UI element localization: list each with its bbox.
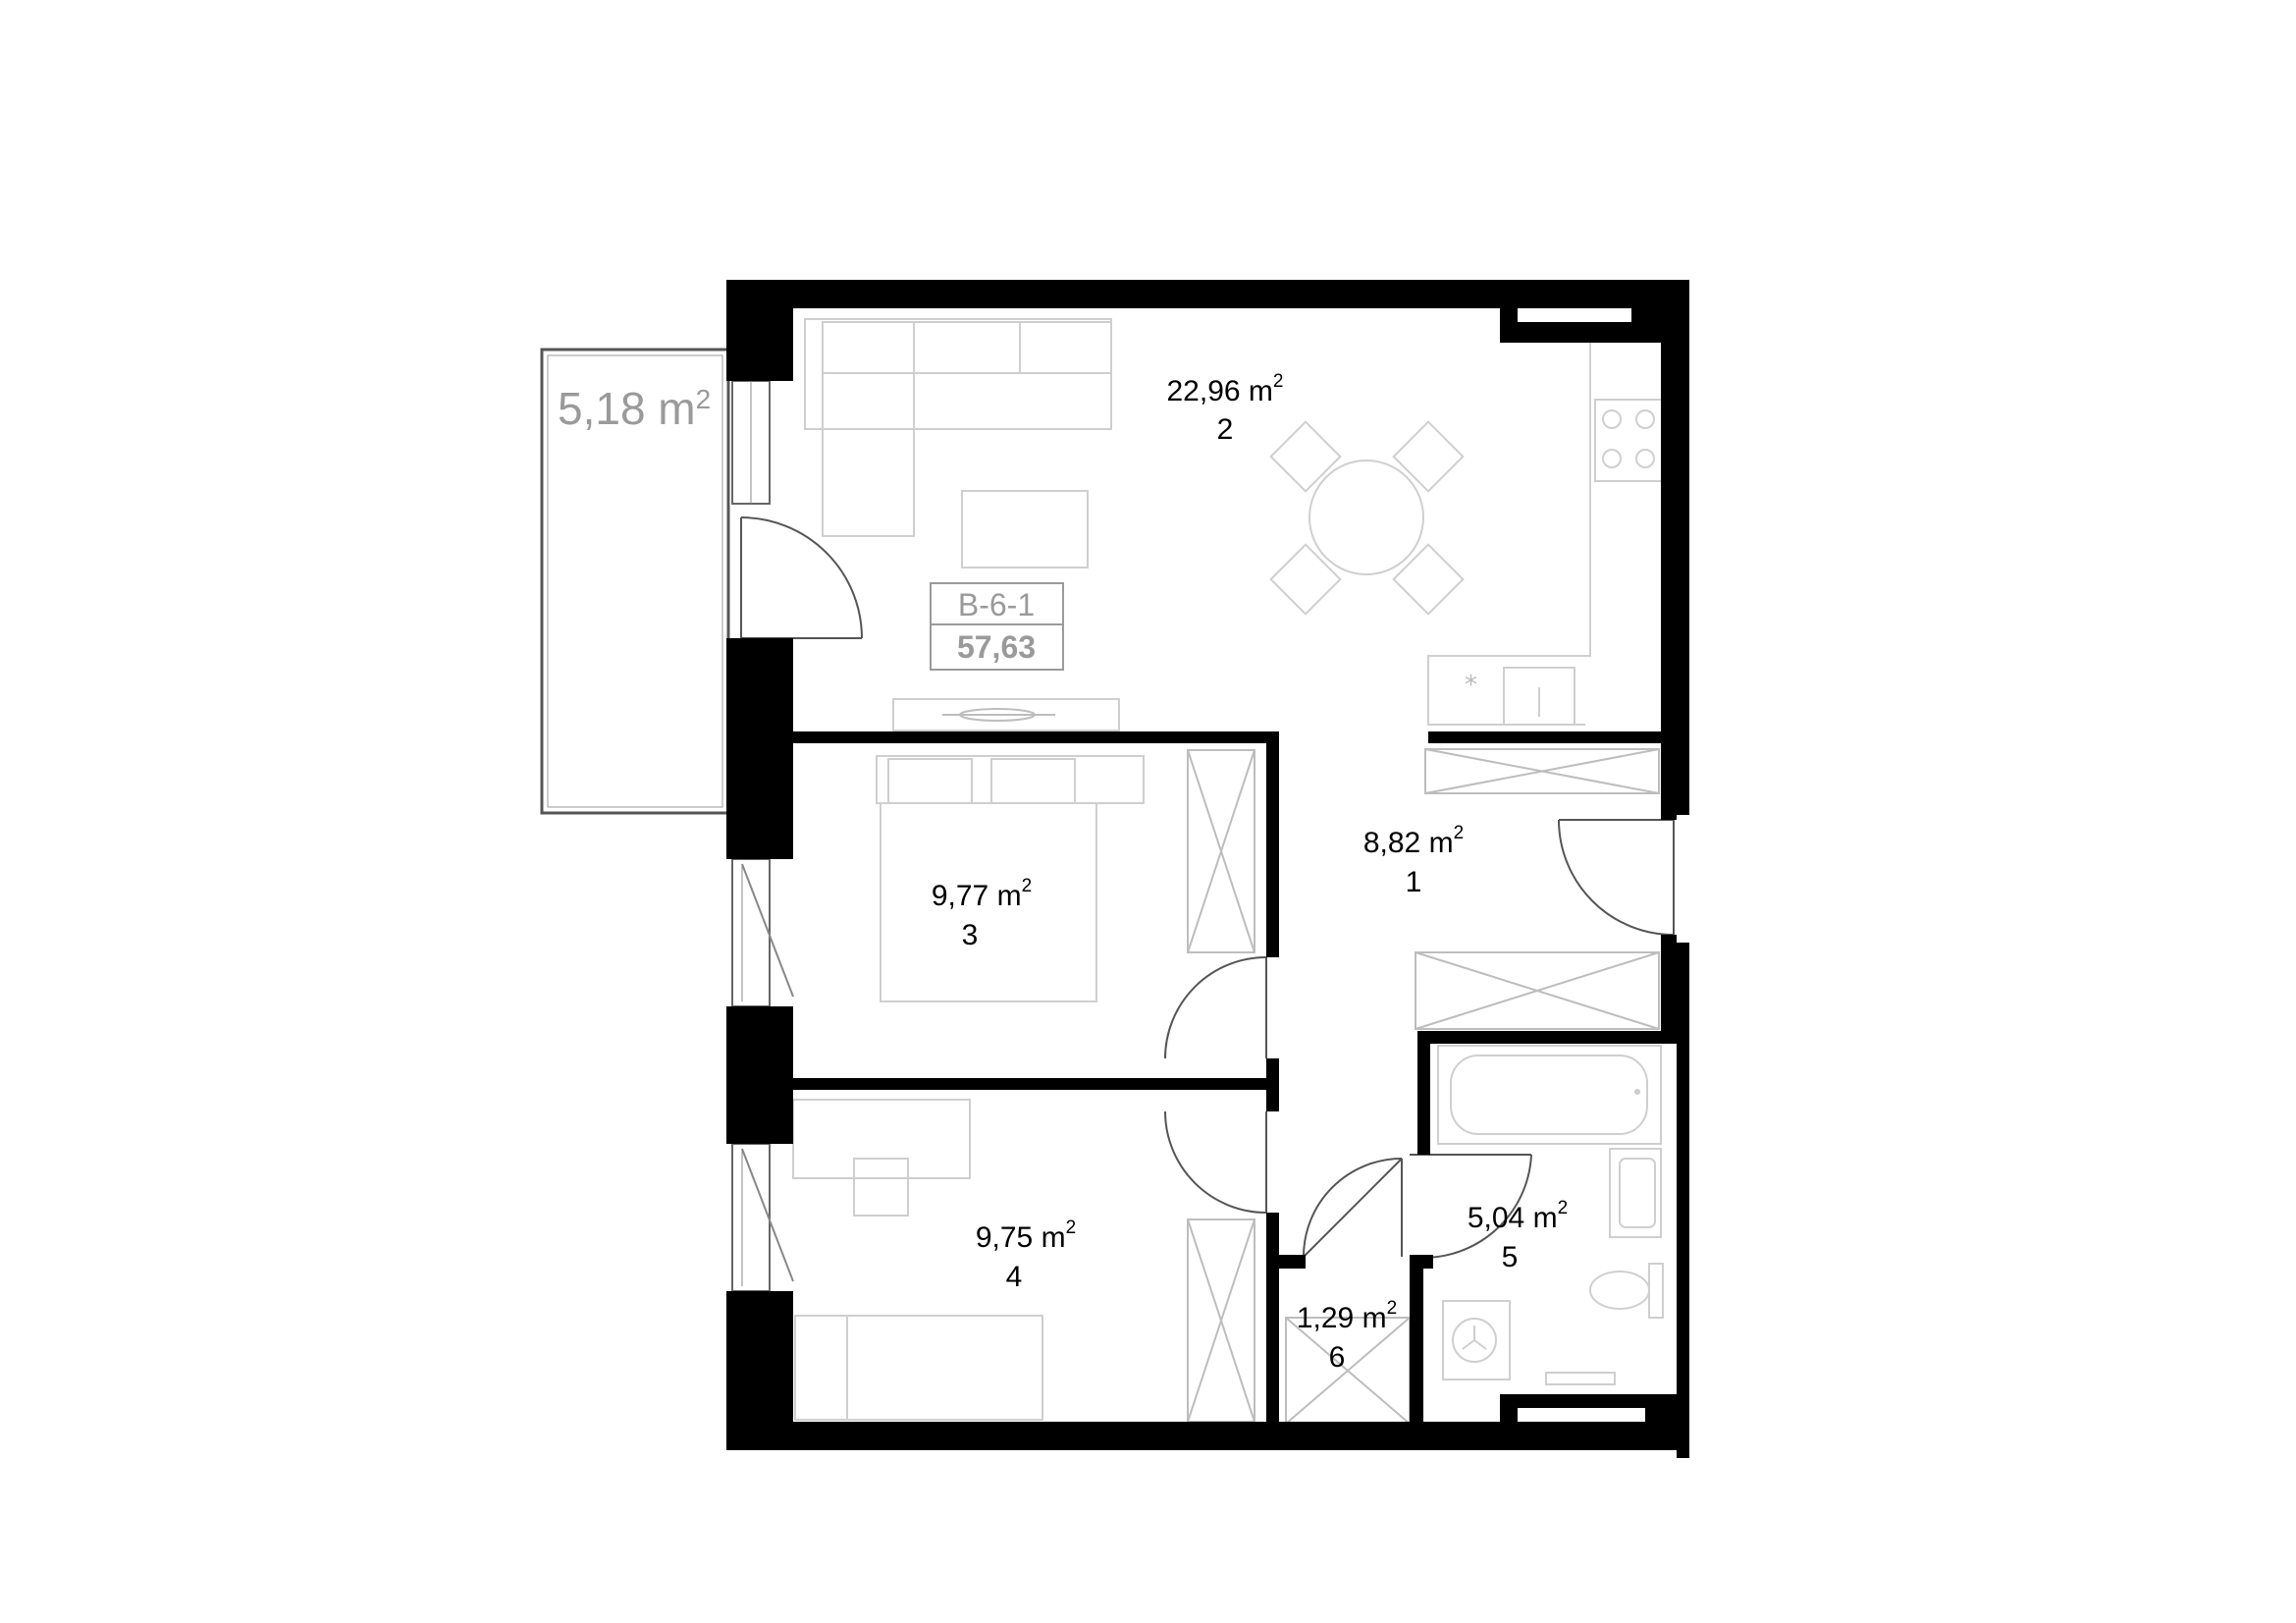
desk: [792, 1099, 971, 1217]
balcony-area-label: 5,18 m2: [558, 383, 711, 434]
room-area-sup: 2: [1454, 823, 1465, 843]
bedroom-4-door: [1164, 1110, 1267, 1214]
svg-text:5,18 m2: 5,18 m2: [558, 383, 711, 434]
svg-text:9,75 m2: 9,75 m2: [976, 1217, 1076, 1254]
sofa: [804, 318, 1112, 537]
furniture: *: [792, 318, 1665, 1425]
bathtub: [1437, 1045, 1662, 1145]
doors: [731, 380, 1675, 1292]
room-area-sup: 2: [1273, 371, 1284, 392]
room-number: 2: [1217, 413, 1234, 446]
balcony: [540, 348, 730, 815]
bath-shelf: [1545, 1372, 1616, 1385]
svg-text:1,29 m2: 1,29 m2: [1297, 1298, 1397, 1334]
storage-door: [1303, 1158, 1403, 1258]
hall-wardrobe-top: [1424, 748, 1660, 794]
svg-text:9,77 m2: 9,77 m2: [932, 876, 1032, 912]
double-bed: [876, 755, 1145, 1002]
balcony-area-sup: 2: [696, 384, 712, 414]
window-bedroom-3: [731, 858, 794, 1007]
room-area-sup: 2: [1022, 876, 1033, 896]
kitchen-counter: *: [1427, 333, 1665, 726]
svg-text:5,04 m2: 5,04 m2: [1468, 1198, 1568, 1234]
room-label-6: 1,29 m2 6: [1297, 1298, 1397, 1374]
window-living: [731, 380, 771, 505]
room-area-sup: 2: [1387, 1298, 1398, 1319]
room-area: 5,04 m: [1468, 1202, 1558, 1234]
room-label-1: 8,82 m2 1: [1363, 823, 1464, 898]
single-bed: [794, 1315, 1043, 1421]
room-number: 6: [1329, 1341, 1346, 1374]
washing-machine: [1442, 1300, 1511, 1380]
room-number: 3: [962, 919, 979, 951]
room-area: 9,77 m: [932, 880, 1022, 912]
unit-label: B-6-1 57,63: [930, 582, 1064, 671]
walls: [726, 280, 1689, 1458]
wardrobe-4: [1187, 1218, 1255, 1423]
coffee-table: [961, 490, 1089, 568]
bedroom-3-door: [1164, 956, 1267, 1059]
unit-code: B-6-1: [958, 587, 1035, 622]
room-area: 1,29 m: [1297, 1302, 1387, 1334]
wardrobe-3: [1187, 749, 1255, 953]
room-area: 8,82 m: [1363, 827, 1454, 859]
room-area: 9,75 m: [976, 1221, 1066, 1254]
room-number: 1: [1406, 866, 1422, 898]
balcony-area: 5,18 m: [558, 383, 696, 434]
room-number: 5: [1502, 1241, 1519, 1273]
room-label-3: 9,77 m2 3: [932, 876, 1032, 951]
svg-text:*: *: [1465, 671, 1477, 700]
room-area-sup: 2: [1558, 1198, 1569, 1218]
entrance-door: [1558, 819, 1675, 936]
room-area: 22,96 m: [1167, 375, 1273, 407]
hall-wardrobe-bottom: [1415, 951, 1660, 1030]
unit-total-area: 57,63: [957, 629, 1036, 665]
room-number: 4: [1006, 1261, 1023, 1293]
tv-stand: [892, 698, 1120, 731]
room-label-5: 5,04 m2 5: [1468, 1198, 1568, 1273]
svg-text:22,96 m2: 22,96 m2: [1167, 371, 1284, 407]
washbasin: [1609, 1148, 1662, 1238]
room-area-sup: 2: [1066, 1217, 1077, 1238]
svg-text:8,82 m2: 8,82 m2: [1363, 823, 1464, 859]
toilet: [1589, 1263, 1664, 1319]
room-label-2: 22,96 m2 2: [1167, 371, 1284, 446]
room-label-4: 9,75 m2 4: [976, 1217, 1076, 1293]
dining-table: [1269, 420, 1465, 616]
window-bedroom-4: [731, 1143, 794, 1292]
